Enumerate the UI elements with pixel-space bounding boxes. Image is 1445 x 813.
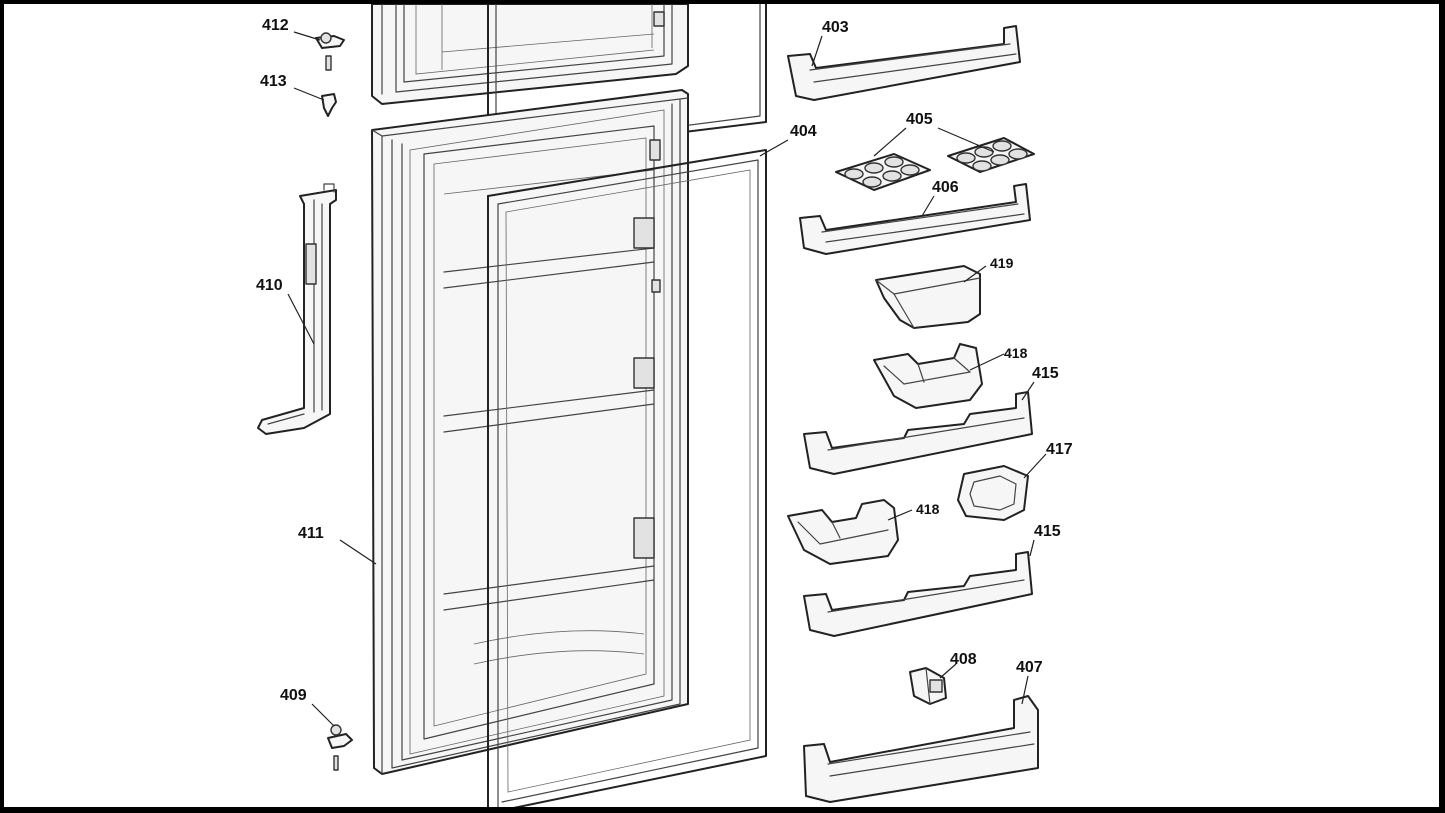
door-handle-410 [257,183,337,435]
callout-404: 404 [790,123,817,140]
door-bin-418-lower [787,499,899,565]
callout-415-upper: 415 [1032,365,1059,382]
fridge-door-gasket-404 [487,149,767,807]
callout-403: 403 [822,19,849,36]
fridge-door-411 [371,89,689,775]
exploded-parts-diagram: 412 413 410 411 409 403 404 405 406 419 … [256,4,1073,807]
callout-418-upper: 418 [1004,345,1028,361]
door-bin-419 [875,265,981,329]
callout-407: 407 [1016,659,1043,676]
callout-413: 413 [260,73,287,90]
leader-lines [287,31,1047,727]
callout-415-lower: 415 [1034,523,1061,540]
door-shelf-406 [799,183,1031,255]
callout-409: 409 [280,687,307,704]
door-shelf-407 [803,695,1039,803]
callout-405: 405 [906,111,933,128]
callout-417: 417 [1046,441,1073,458]
egg-tray-405-right [947,137,1035,173]
hinge-screw [325,55,332,71]
callout-419: 419 [990,255,1014,271]
callout-418-lower: 418 [916,501,940,517]
diagram-frame: 412 413 410 411 409 403 404 405 406 419 … [4,4,1439,807]
egg-tray-405-left [835,153,931,191]
callout-410: 410 [256,277,283,294]
callout-411: 411 [298,525,324,542]
door-shelf-415-lower [803,551,1033,637]
callout-408: 408 [950,651,977,668]
door-bin-418-upper [873,343,983,409]
holder-417 [957,465,1029,521]
door-shelf-415-upper [803,391,1033,475]
door-shelf-403 [787,25,1021,101]
top-hinge-412 [315,32,345,49]
bottom-hinge-409 [327,724,353,771]
callout-412: 412 [262,17,289,34]
screw-413 [321,93,337,117]
clip-408 [909,667,947,705]
freezer-door [371,4,689,105]
callout-406: 406 [932,179,959,196]
callout-labels: 412 413 410 411 409 403 404 405 406 419 … [256,17,1073,704]
